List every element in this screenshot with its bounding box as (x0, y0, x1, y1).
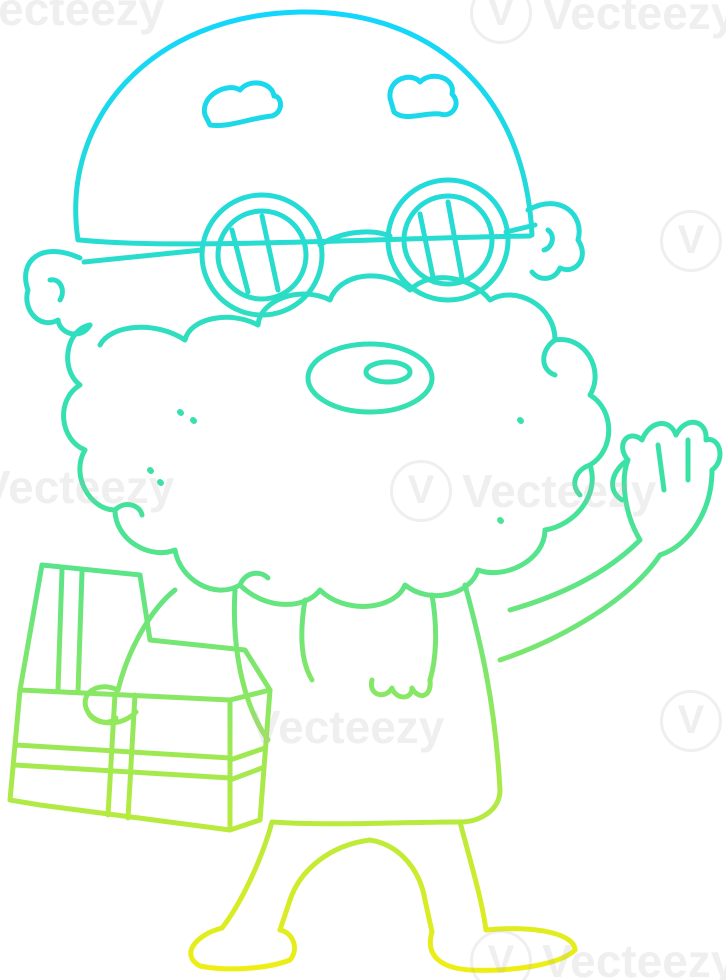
right-leg-outer (457, 819, 489, 933)
right-ear (525, 201, 585, 281)
right-shoe (427, 926, 578, 973)
glasses-bridge (317, 229, 393, 248)
present-ribbon-vertical-b (125, 692, 138, 821)
head-band-line (77, 233, 533, 247)
right-leg-inner (422, 897, 435, 935)
shirt-bottom (269, 819, 463, 827)
present-top-ribbon (55, 567, 85, 695)
beard-dot (147, 467, 154, 474)
left-leg-inner (277, 897, 293, 933)
neck-right (427, 592, 439, 683)
right-glasses-lens-outer (385, 177, 511, 303)
present-ribbon-side (227, 745, 268, 783)
left-leg (219, 819, 275, 931)
right-lens-shine (417, 199, 465, 285)
beard-dot (157, 479, 164, 486)
right-ear-inner (541, 227, 555, 253)
left-ear (23, 249, 93, 337)
hand-finger-line-1 (655, 442, 667, 493)
beard-outline (61, 273, 612, 609)
beard-curl-1 (541, 337, 558, 378)
glasses-arm-right (503, 222, 538, 235)
present-lid-right (227, 687, 273, 703)
beard-dot (177, 409, 184, 416)
beard-curl-4 (237, 570, 271, 588)
shirt-left-side (231, 587, 271, 743)
glasses-arm-left (81, 247, 205, 265)
nose-tip (363, 359, 413, 385)
shirt-right-side (457, 582, 503, 825)
leg-crotch (287, 837, 428, 903)
waving-arm-outer (497, 552, 663, 663)
left-eyebrow (201, 80, 283, 129)
left-ear-inner (47, 277, 65, 303)
waving-hand (620, 419, 723, 558)
left-lens-shine (229, 213, 281, 295)
present-ribbon-horizontal-a (13, 742, 233, 761)
hand-thumb (610, 457, 631, 503)
left-shoe (188, 925, 297, 972)
beard-dot (497, 517, 504, 524)
collar-scallop (368, 677, 433, 700)
beard-curl-2 (572, 462, 593, 498)
beard-dot (517, 417, 524, 424)
neck-left (299, 597, 315, 683)
present-ribbon-horizontal-b (12, 762, 233, 781)
right-eyebrow (387, 73, 459, 119)
nose-outline (305, 341, 435, 415)
left-glasses-lens-inner (215, 208, 309, 302)
beard-curl-3 (112, 502, 145, 518)
present-ribbon-vertical-a (105, 691, 118, 818)
beard-dots (147, 409, 524, 524)
left-arm (115, 587, 178, 693)
waving-arm-inner (507, 537, 643, 613)
right-glasses-lens-inner (401, 193, 495, 287)
head-outline (73, 9, 535, 243)
beard-dot (190, 417, 197, 424)
